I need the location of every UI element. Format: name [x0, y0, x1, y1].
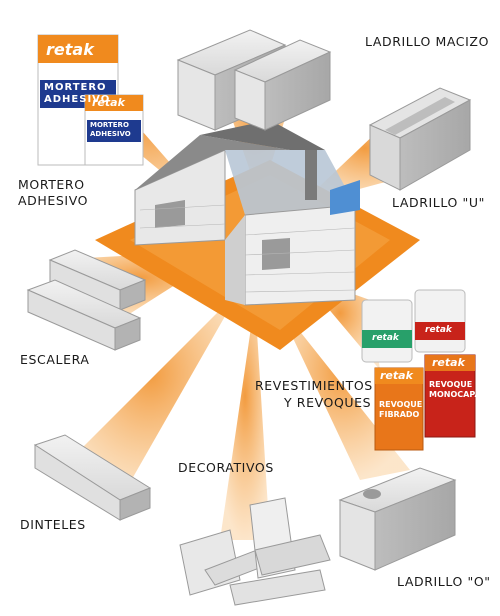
- bag-mortero-small-line2: ADHESIVO: [90, 130, 131, 138]
- bag-fibrado-line1: REVOQUE: [379, 400, 423, 409]
- hole-icon: [363, 489, 381, 499]
- bag-monocapa-line1: REVOQUE: [429, 380, 473, 389]
- bag-mortero-big-line2: ADHESIVO: [44, 94, 111, 105]
- label-escalera: ESCALERA: [20, 352, 90, 367]
- ray-dinteles: [60, 290, 240, 500]
- brand-logo-mortero-small: retak: [92, 96, 125, 109]
- products-revest: [361, 289, 476, 451]
- ray-decorativos: [220, 300, 270, 540]
- label-dinteles: DINTELES: [20, 517, 86, 532]
- block-decorativos: [179, 497, 331, 606]
- block-dinteles: [33, 434, 152, 521]
- label-ladrillo-u: LADRILLO "U": [392, 195, 485, 210]
- brand-logo-bucket-2: retak: [425, 325, 452, 335]
- brand-logo-fibrado: retak: [380, 369, 413, 382]
- block-o: [338, 467, 457, 571]
- block-macizo: [176, 29, 332, 131]
- label-revestimientos: REVESTIMIENTOS: [255, 378, 373, 393]
- block-u: [368, 87, 472, 191]
- brand-logo-mortero-big: retak: [46, 40, 94, 59]
- brand-logo-bucket-1: retak: [372, 333, 399, 343]
- brand-logo-monocapa: retak: [432, 356, 465, 369]
- bag-mortero-big-line1: MORTERO: [44, 82, 107, 93]
- bag-monocapa-line2: MONOCAPA: [429, 390, 481, 399]
- bag-fibrado-line2: FIBRADO: [379, 410, 420, 419]
- label-ladrillo-o: LADRILLO "O": [397, 574, 491, 589]
- label-adhesivo: ADHESIVO: [18, 193, 89, 208]
- house: [134, 120, 360, 306]
- bags-mortero: [37, 34, 144, 166]
- label-ladrillo-macizo: LADRILLO MACIZO: [365, 34, 490, 49]
- label-revoques: Y REVOQUES: [284, 395, 372, 410]
- bag-mortero-small-line1: MORTERO: [90, 121, 129, 129]
- block-escalera: [26, 249, 147, 351]
- label-decorativos: DECORATIVOS: [178, 460, 274, 475]
- label-mortero: MORTERO: [18, 177, 85, 192]
